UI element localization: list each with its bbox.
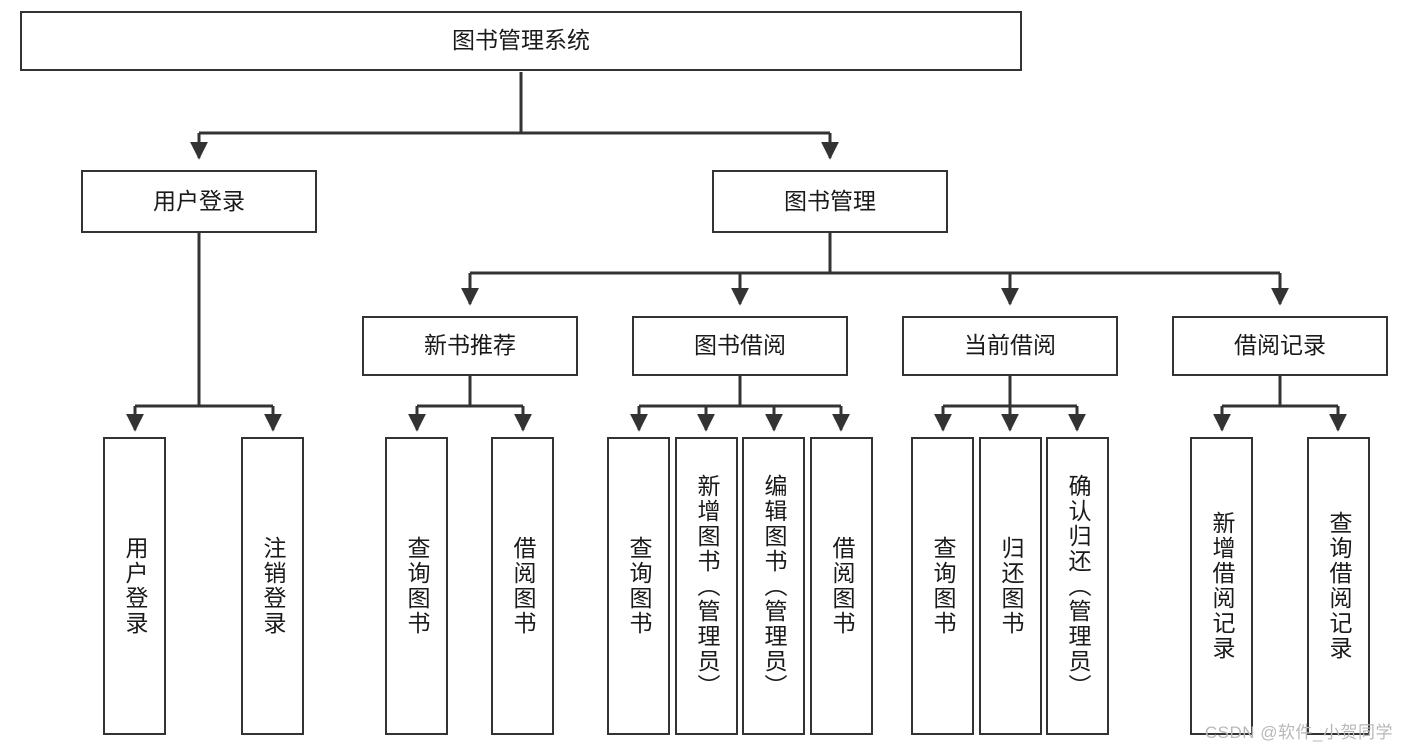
node-borrow-record[interactable]: 借阅记录 [1172, 316, 1388, 376]
node-label: 图书管理系统 [452, 27, 590, 54]
node-book-borrow[interactable]: 图书借阅 [632, 316, 848, 376]
node-label: 编辑图书（管理员） [761, 473, 787, 699]
csdn-watermark: CSDN @软件_小贺同学 [1204, 723, 1393, 742]
leaf-edit-book[interactable]: 编辑图书（管理员） [742, 437, 805, 735]
node-label: 查询图书 [930, 536, 956, 636]
node-label: 图书借阅 [694, 332, 786, 359]
leaf-query-book-recommend[interactable]: 查询图书 [385, 437, 448, 735]
leaf-add-borrow-record[interactable]: 新增借阅记录 [1190, 437, 1253, 735]
node-label: 查询图书 [404, 536, 430, 636]
node-label: 归还图书 [998, 536, 1024, 636]
leaf-logout-login[interactable]: 注销登录 [241, 437, 304, 735]
node-label: 查询图书 [626, 536, 652, 636]
leaf-confirm-return[interactable]: 确认归还（管理员） [1046, 437, 1109, 735]
node-label: 查询借阅记录 [1326, 511, 1352, 661]
leaf-query-book-borrow[interactable]: 查询图书 [607, 437, 670, 735]
node-label: 借阅记录 [1234, 332, 1326, 359]
leaf-borrow-book[interactable]: 借阅图书 [810, 437, 873, 735]
node-label: 新增图书（管理员） [694, 473, 720, 699]
node-label: 借阅图书 [829, 536, 855, 636]
node-user-login[interactable]: 用户登录 [81, 170, 317, 233]
leaf-add-book[interactable]: 新增图书（管理员） [675, 437, 738, 735]
leaf-query-book-current[interactable]: 查询图书 [911, 437, 974, 735]
node-label: 新增借阅记录 [1209, 511, 1235, 661]
node-label: 确认归还（管理员） [1065, 473, 1091, 699]
node-book-manage[interactable]: 图书管理 [712, 170, 948, 233]
node-current-borrow[interactable]: 当前借阅 [902, 316, 1118, 376]
node-label: 用户登录 [122, 536, 148, 636]
leaf-query-borrow-record[interactable]: 查询借阅记录 [1307, 437, 1370, 735]
node-new-book-recommend[interactable]: 新书推荐 [362, 316, 578, 376]
node-label: 借阅图书 [510, 536, 536, 636]
node-label: 图书管理 [784, 187, 876, 214]
leaf-return-book[interactable]: 归还图书 [979, 437, 1042, 735]
leaf-borrow-book-recommend[interactable]: 借阅图书 [491, 437, 554, 735]
node-label: 新书推荐 [424, 332, 516, 359]
node-label: 当前借阅 [964, 332, 1056, 359]
node-root-system[interactable]: 图书管理系统 [20, 11, 1022, 71]
node-label: 注销登录 [260, 536, 286, 636]
leaf-user-login[interactable]: 用户登录 [103, 437, 166, 735]
node-label: 用户登录 [153, 187, 245, 214]
